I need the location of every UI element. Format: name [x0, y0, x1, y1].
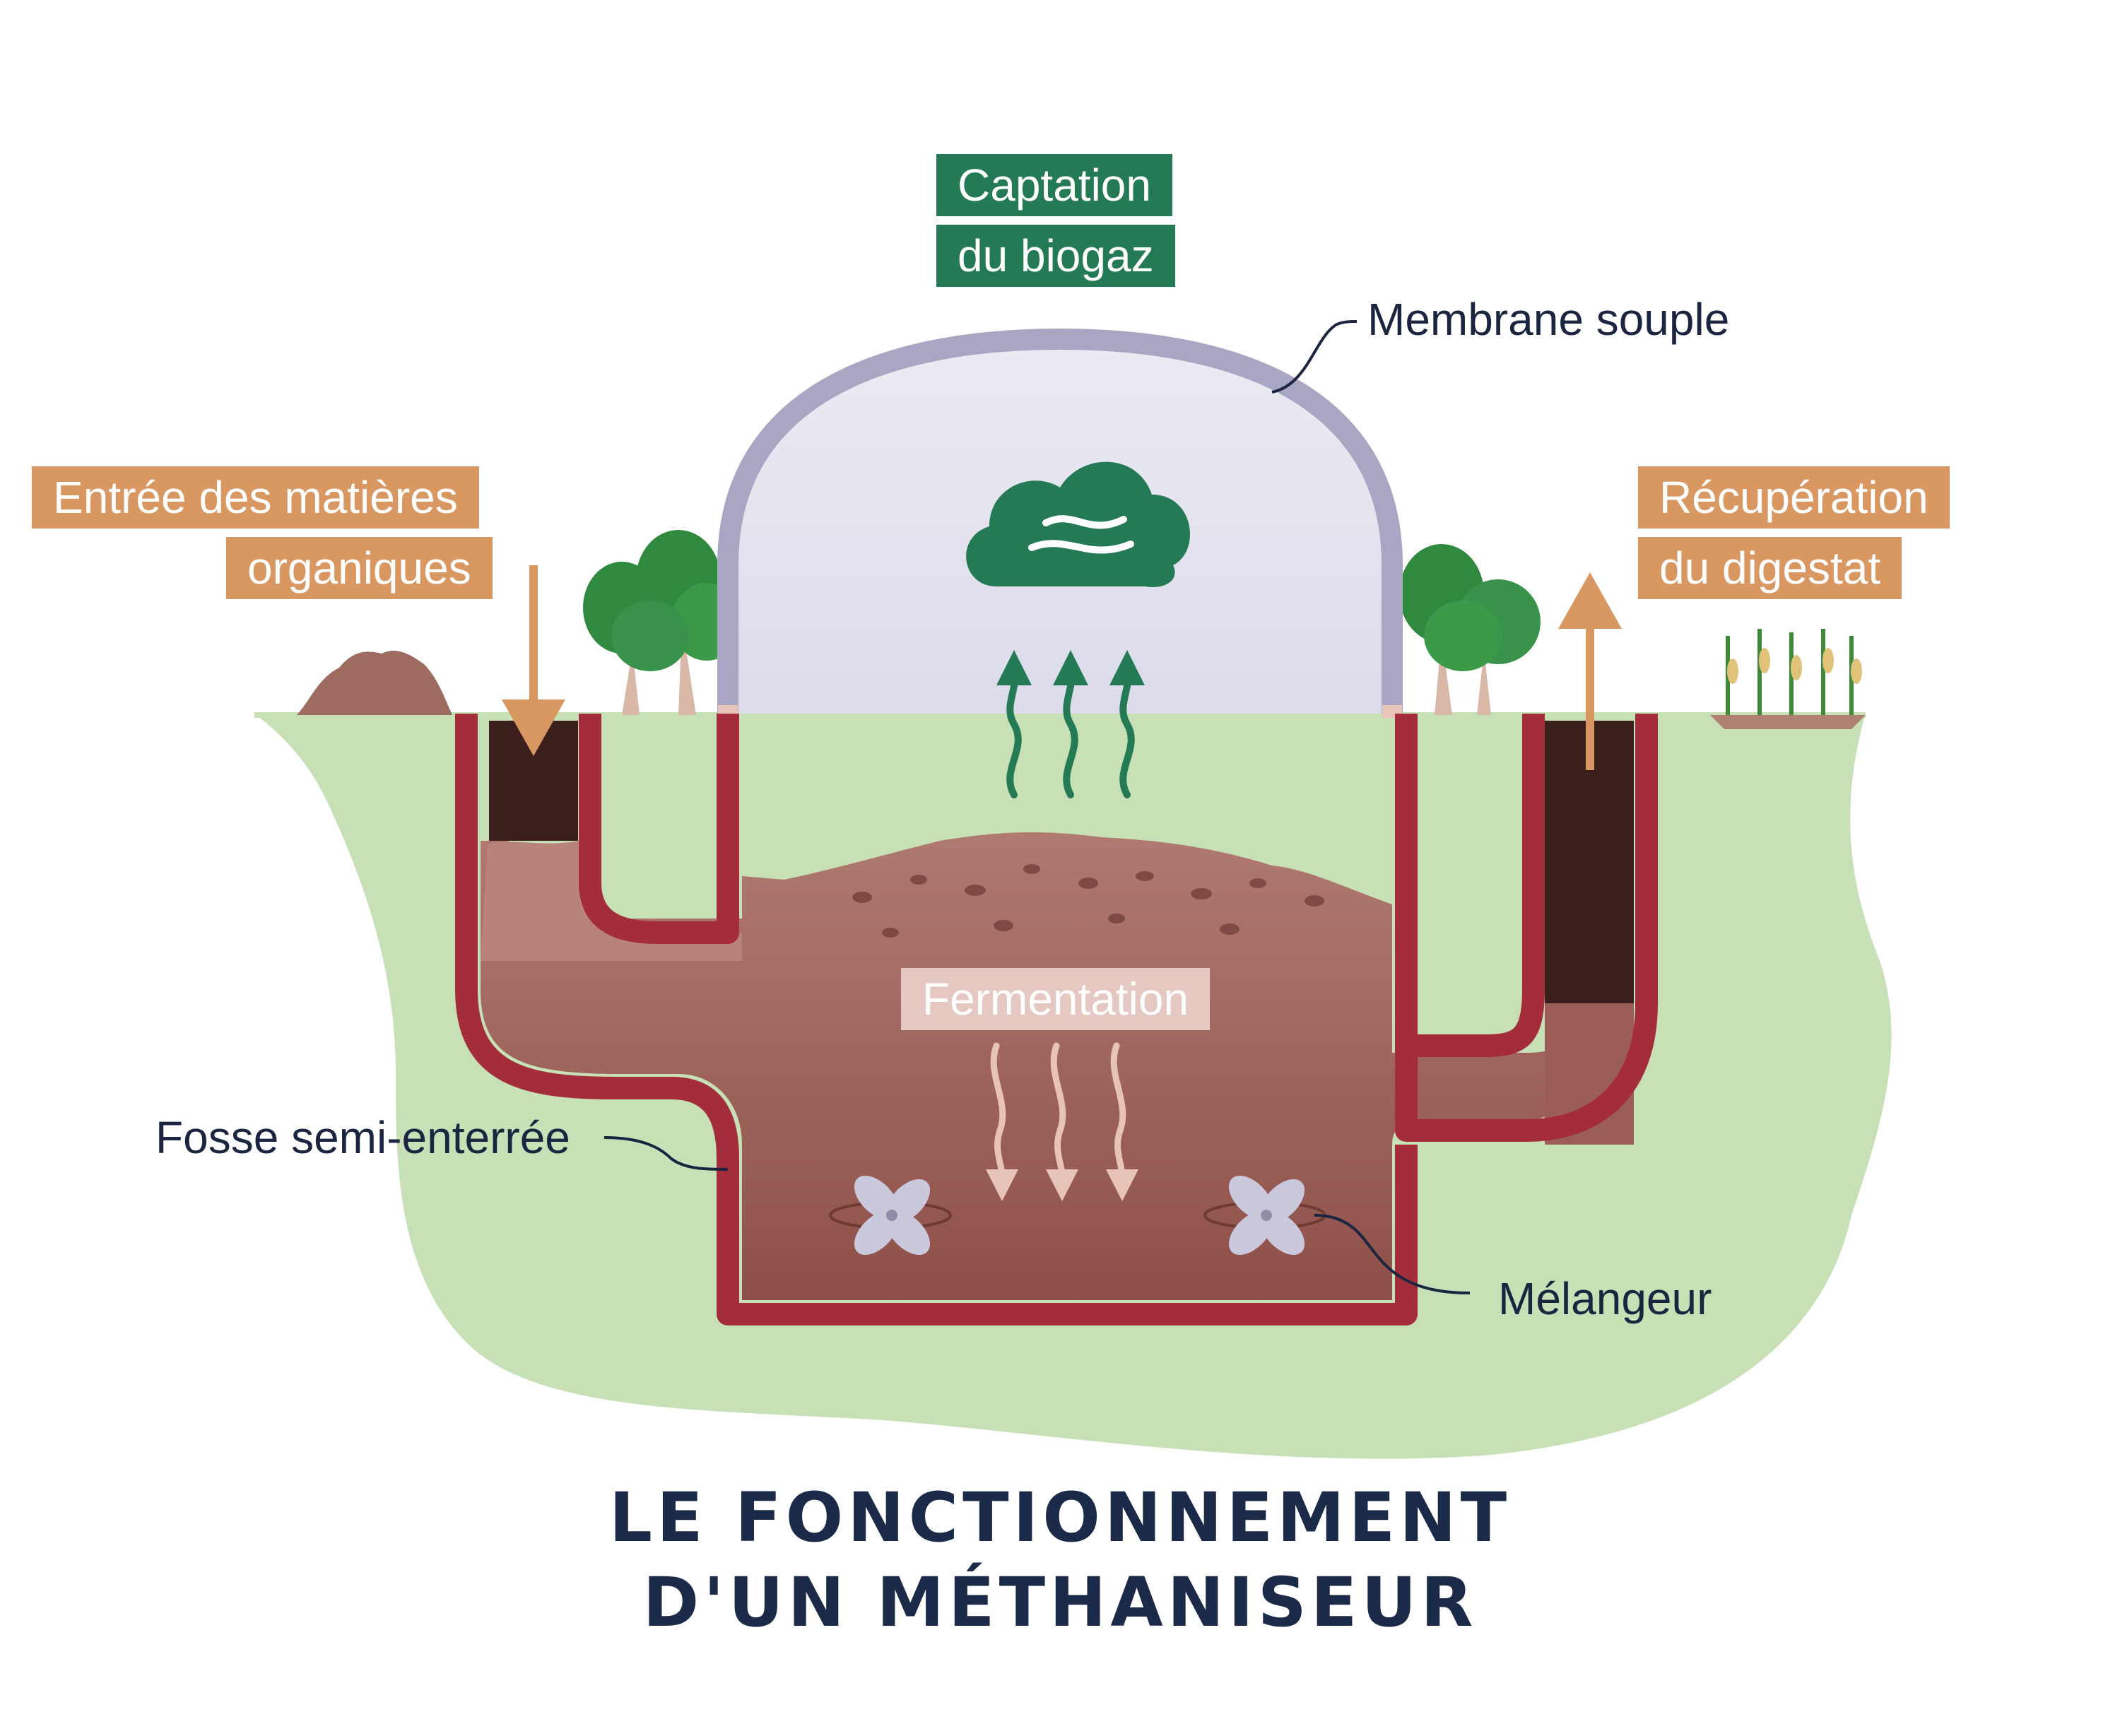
feed-channel-fill: [481, 841, 742, 961]
input-arrow: [502, 565, 565, 756]
fermentation-label: Fermentation: [901, 968, 1211, 1030]
tank-wall-left: [455, 714, 1418, 1325]
mixer-leader-line: [1314, 1214, 1471, 1294]
output-label-line1: Récupération: [1638, 466, 1950, 529]
input-label-line1: Entrée des matières: [32, 466, 479, 529]
digestate-pebbles: [852, 864, 1324, 938]
mixer-left-icon: [829, 1175, 952, 1256]
feed-pipe-inner: [579, 714, 739, 944]
tank-wall-right: [1395, 714, 1658, 1142]
output-label-line2: du digestat: [1638, 537, 1902, 599]
fosse-label: Fosse semi-enterrée: [155, 1112, 570, 1163]
biogas-capture-label-line2: du biogaz: [936, 225, 1175, 287]
mixer-label: Mélangeur: [1498, 1273, 1712, 1324]
diagram-title-line1: LE FONCTIONNEMENT: [608, 1478, 1512, 1557]
crop-field: [1710, 629, 1866, 729]
trees-right: [1399, 544, 1541, 715]
diagram-title-line2: D'UN MÉTHANISEUR: [642, 1563, 1478, 1642]
fosse-leader-line: [603, 1136, 729, 1171]
output-arrow: [1558, 572, 1622, 770]
biogas-arrowheads: [996, 650, 1145, 685]
membrane-label: Membrane souple: [1367, 294, 1730, 345]
fermentation-arrows: [990, 1042, 1126, 1183]
membrane-leader-line: [1271, 320, 1358, 394]
fermentation-arrowheads: [986, 1169, 1138, 1201]
biogas-rising-arrows: [1006, 671, 1135, 798]
flexible-membrane: [717, 328, 1403, 714]
input-label-line2: organiques: [226, 537, 493, 599]
outlet-pipe-inner: [1406, 714, 1545, 1057]
compost-pile: [297, 650, 452, 715]
digestate-mass: [481, 832, 1604, 1300]
biogas-capture-label-line1: Captation: [936, 154, 1172, 216]
biogas-cloud-icon: [966, 461, 1190, 587]
